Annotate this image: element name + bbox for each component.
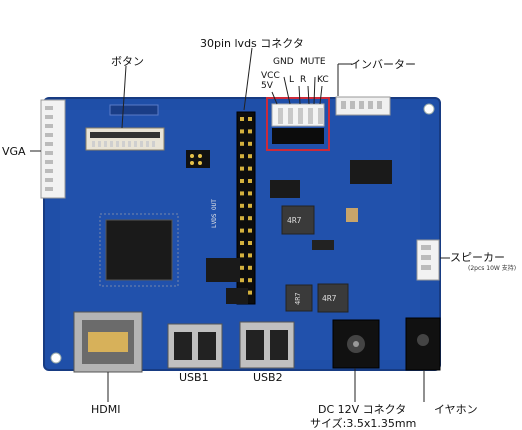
lvds-pin [240,203,244,208]
lvds-pin [240,141,244,146]
vga-pins [45,106,53,191]
lvds-pin [240,265,244,270]
lvds-pin [248,117,252,121]
lvds-pin [240,129,244,134]
mount-hole [50,352,62,364]
mute-label: MUTE [300,57,326,67]
ic-small [206,258,240,282]
kc-label: KC [317,75,329,85]
mount-hole [423,103,435,115]
button-connector-slot [90,132,160,138]
lvds-pin [240,241,244,245]
lvds-pin [248,191,252,196]
inductor-silkscreen: 4R7 [287,216,302,225]
lvds-pin [248,290,252,295]
leader-lines [30,47,450,402]
lvds-pin [248,241,252,245]
lvds-pin [248,216,252,221]
lvds-pin [248,265,252,270]
lvds-pin [240,216,244,221]
r-label: R [300,75,307,85]
ic-small [270,180,300,198]
silkscreen-box [109,104,159,116]
lvds-pin [240,166,244,171]
inverter-label: インバーター [350,58,416,71]
lvds-pin [240,228,244,233]
lvds-pin [240,191,244,196]
inductor [317,283,349,313]
lvds-pin [240,179,244,183]
lvds-pin [248,253,252,258]
power-audio-pins-highlight [266,97,330,151]
inductor [281,205,315,235]
lvds-pin [248,228,252,233]
inductor-silkscreen: 4R7 [322,294,337,303]
hdmi-label: HDMI [91,403,121,416]
ic-small [226,288,248,304]
l-label: L [289,75,295,85]
five-volt-label: 5V [261,81,273,91]
speaker-note: (2pcs 10W 支持) [468,265,517,272]
dc-size-label: サイズ:3.5x1.35mm [310,417,417,430]
lvds-pin [248,179,252,183]
speaker-label: スピーカー [450,251,505,264]
main-chip [105,219,173,281]
lvds-pin [248,141,252,146]
inductor-silkscreen: 4R7 [294,292,302,305]
lvds-pin [240,117,244,121]
lvds-header-pins [240,117,252,295]
earphone-label: イヤホン [434,403,478,416]
usb1-label: USB1 [179,371,209,384]
lvds-pin [248,129,252,134]
lvds-pin [248,166,252,171]
power-audio-pins [271,103,325,144]
usb2-label: USB2 [253,371,283,384]
lvds-pin [248,203,252,208]
lvds-pin [240,278,244,283]
lvds-pin [240,253,244,258]
vga-connector [40,99,66,199]
audio-amp-chip [350,160,392,184]
gnd-label: GND [273,57,294,67]
lvds-silkscreen: LVDS OUT [211,199,218,228]
inductor [285,284,313,312]
dc-connector-label: DC 12V コネクタ [318,403,407,416]
lvds-connector-label: 30pin lvds コネクタ [200,37,304,50]
jumper-header [186,150,210,168]
lvds-pin [248,278,252,283]
lvds-pin [240,154,244,159]
button-connector-pins [92,141,155,147]
vcc-label: VCC [261,71,280,81]
button-label: ボタン [111,55,144,68]
lvds-pin [248,154,252,159]
vga-label: VGA [2,145,26,158]
